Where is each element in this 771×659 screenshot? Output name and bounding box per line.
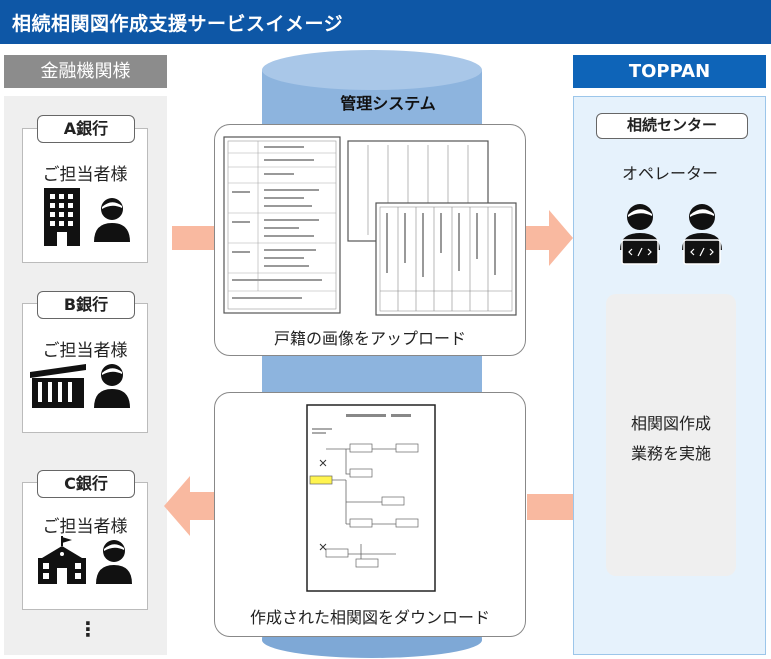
operator-laptop-icon <box>620 204 660 265</box>
bank-c-contact: ご担当者様 <box>42 517 128 537</box>
person-icon <box>94 198 130 242</box>
bank-b-label: B銀行 <box>37 291 135 319</box>
work-line-2: 業務を実施 <box>630 444 711 463</box>
factory-building-icon <box>30 364 86 408</box>
bank-c-card <box>22 482 148 610</box>
download-caption: 作成された相関図をダウンロード <box>249 608 490 627</box>
upload-caption: 戸籍の画像をアップロード <box>273 329 466 348</box>
bank-a-contact: ご担当者様 <box>42 165 128 185</box>
management-system-label: 管理システム <box>340 94 436 113</box>
inheritance-center-label: 相続センター <box>596 113 748 139</box>
family-register-documents-image <box>223 136 517 316</box>
person-icon <box>96 540 132 584</box>
arrow-to-center <box>525 210 573 266</box>
bank-c-label: C銀行 <box>37 470 135 498</box>
page-title: 相続相関図作成支援サービスイメージ <box>12 13 344 35</box>
school-building-icon <box>38 536 86 584</box>
operator-label: オペレーター <box>621 164 718 183</box>
work-area <box>606 294 736 576</box>
bank-a-label: A銀行 <box>37 115 135 143</box>
title-bar: 相続相関図作成支援サービスイメージ <box>0 0 771 44</box>
person-icon <box>94 364 130 408</box>
arrow-a-to-system <box>172 226 217 250</box>
arrow-to-c-bank <box>164 476 214 536</box>
arrow-from-center <box>527 494 573 520</box>
work-line-1: 相関図作成 <box>630 414 711 433</box>
more-banks-ellipsis: ⋮ <box>78 617 98 641</box>
correlation-diagram-image <box>306 404 436 592</box>
financial-institutions-header: 金融機関様 <box>4 55 167 88</box>
operator-laptop-icon <box>682 204 722 265</box>
toppan-header: TOPPAN <box>573 55 766 88</box>
office-building-icon <box>44 188 80 246</box>
bank-b-contact: ご担当者様 <box>42 341 128 361</box>
